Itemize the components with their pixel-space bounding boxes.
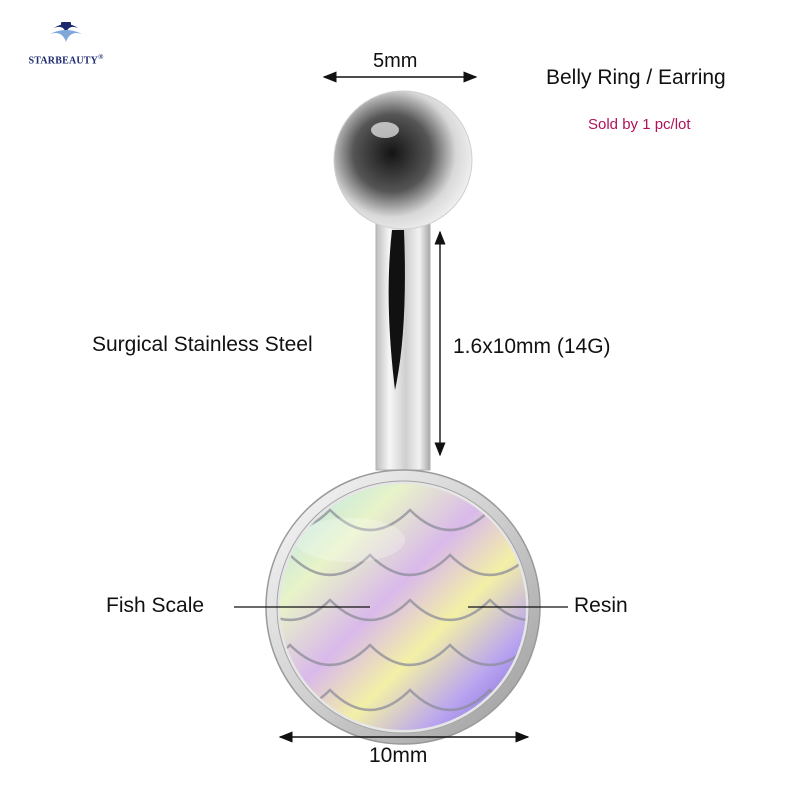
mermaid-scale-disc-icon <box>265 469 541 745</box>
curved-bar-icon <box>375 209 431 471</box>
resin-label: Resin <box>574 594 628 617</box>
brand-logo: STARBEAUTY® <box>16 22 116 66</box>
sold-by-note: Sold by 1 pc/lot <box>588 116 691 133</box>
disc-size-label: 10mm <box>369 744 428 767</box>
starbeauty-logo-icon <box>50 22 82 42</box>
material-label: Surgical Stainless Steel <box>92 333 313 356</box>
bar-size-label: 1.6x10mm (14G) <box>453 335 611 358</box>
fish-scale-label: Fish Scale <box>106 594 205 617</box>
ball-size-label: 5mm <box>373 50 418 72</box>
product-title: Belly Ring / Earring <box>546 66 726 89</box>
steel-ball-icon <box>333 90 473 230</box>
brand-name: STARBEAUTY® <box>28 53 104 67</box>
